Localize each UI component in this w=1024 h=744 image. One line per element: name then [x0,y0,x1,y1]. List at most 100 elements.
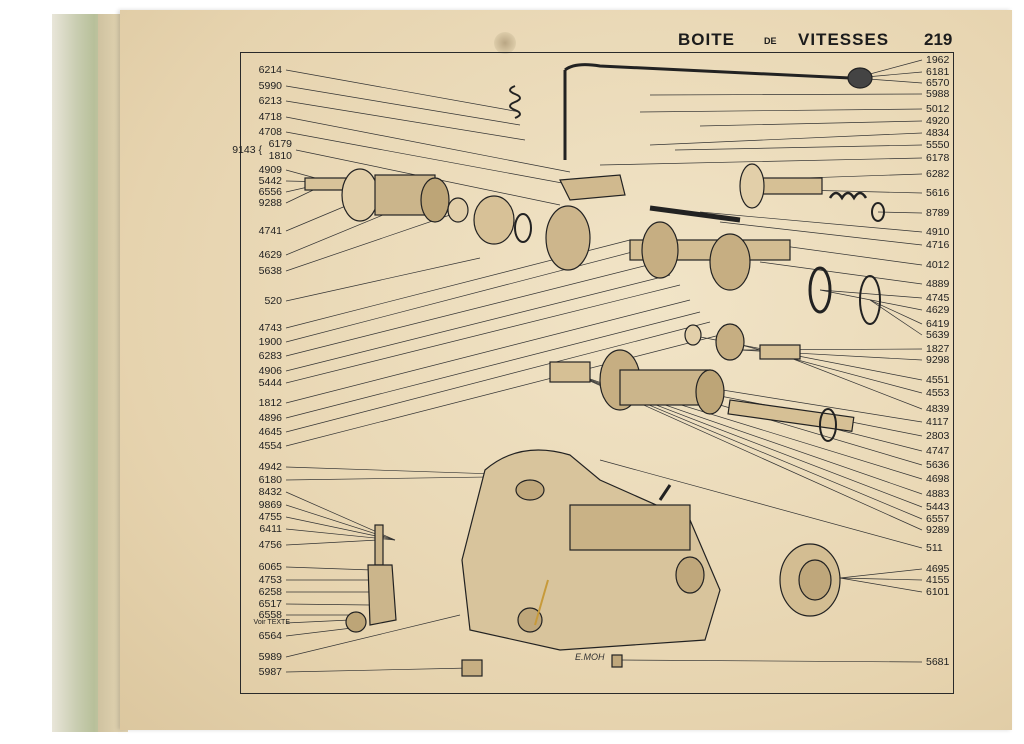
leader-line-right [869,299,923,325]
leader-line-left [285,100,526,141]
spring-part [509,85,521,119]
part-label: 6282 [926,168,950,180]
input-gear-end [447,197,469,223]
leader-line-right [674,144,923,151]
part-label: 4698 [926,473,950,485]
leader-line-left [285,627,353,637]
diagram-frame [240,52,954,694]
part-label: 9869 [258,499,282,511]
part-label: 5989 [258,651,282,663]
part-label: 9289 [926,524,950,536]
leader-line-right [649,132,923,146]
leader-line-left [285,566,373,571]
part-label: 4755 [258,511,282,523]
part-label: 6517 [258,598,282,610]
part-label: 9288 [258,197,282,209]
part-label: 9298 [926,354,950,366]
casing-top-opening [569,504,691,551]
part-label: 520 [264,295,282,307]
part-label: 6214 [258,64,282,76]
casing-boss [515,479,545,501]
selector-rod [649,205,741,223]
layshaft-cluster [619,369,711,406]
part-label: 4909 [258,164,282,176]
leader-line-left [285,209,396,256]
page-number: 219 [924,30,953,49]
reverse-shaft [759,344,801,360]
part-label: 6283 [258,350,282,362]
part-label: 4716 [926,239,950,251]
part-label: 5616 [926,187,950,199]
casing-drain [517,607,543,633]
layshaft-bush [549,361,591,383]
part-label: 6557 [926,513,950,525]
leader-line-left [285,69,521,113]
leader-line-left [285,116,571,173]
part-label: 4629 [258,249,282,261]
leader-line-right [839,577,923,593]
leader-line-right [839,577,923,581]
leader-line-left [285,614,461,658]
part-label: 4708 [258,126,282,138]
large-circlip [859,275,881,325]
part-label: 4745 [926,292,950,304]
part-label: 6181 [926,66,950,78]
title-vitesses: VITESSES [798,30,890,49]
lever-knob [847,67,873,89]
part-label: 5990 [258,80,282,92]
leader-line-right [819,289,923,299]
thrust-ring [808,266,832,314]
part-label: 6101 [926,586,950,598]
part-label: 4718 [258,111,282,123]
leader-line-right [819,289,923,311]
filler-plug [611,654,623,668]
part-label: 4920 [926,115,950,127]
leader-line-right [619,659,923,663]
part-label: 5443 [926,501,950,513]
small-bush [684,324,702,346]
part-label: 6570 [926,77,950,89]
pump-body [367,564,397,626]
part-label: 4012 [926,259,950,271]
leader-line-left [285,274,671,372]
part-label: 8789 [926,207,950,219]
casing-bore [675,556,705,594]
part-label: 9143 { [232,144,262,156]
leader-line-left [285,131,601,191]
part-label: 5012 [926,103,950,115]
part-label: 4117 [926,416,949,428]
part-label: Voir TEXTE [253,619,290,626]
part-label: 4834 [926,127,950,139]
circlip-part [514,213,532,243]
part-label: 5987 [258,666,282,678]
drain-plug [461,659,483,677]
long-shaft [727,399,855,432]
shaft-ring [819,408,837,442]
part-label: 6411 [259,523,282,535]
leader-line-left [285,214,451,272]
part-label: 4753 [258,574,282,586]
part-label: 4839 [926,403,950,415]
output-flange [739,163,765,209]
leader-line-left [285,261,661,357]
part-label: 5442 [258,175,282,187]
leader-line-right [769,349,923,410]
leader-line-left [285,667,471,673]
casing-stud [658,484,672,501]
leader-line-right [759,261,923,285]
part-label: 5444 [258,377,282,389]
part-label: 6258 [258,586,282,598]
part-label: 1812 [258,397,282,409]
leader-line-left [285,334,721,447]
leader-line-right [839,568,923,579]
leader-line-left [285,321,711,433]
bearing-part [473,195,515,245]
leader-line-left [285,311,701,419]
synchro-ring [341,168,379,222]
leader-line-left [285,299,691,404]
part-label: 4551 [926,374,950,386]
part-label: 4883 [926,488,950,500]
part-label: 1827 [926,343,950,355]
part-label: 2803 [926,430,950,442]
